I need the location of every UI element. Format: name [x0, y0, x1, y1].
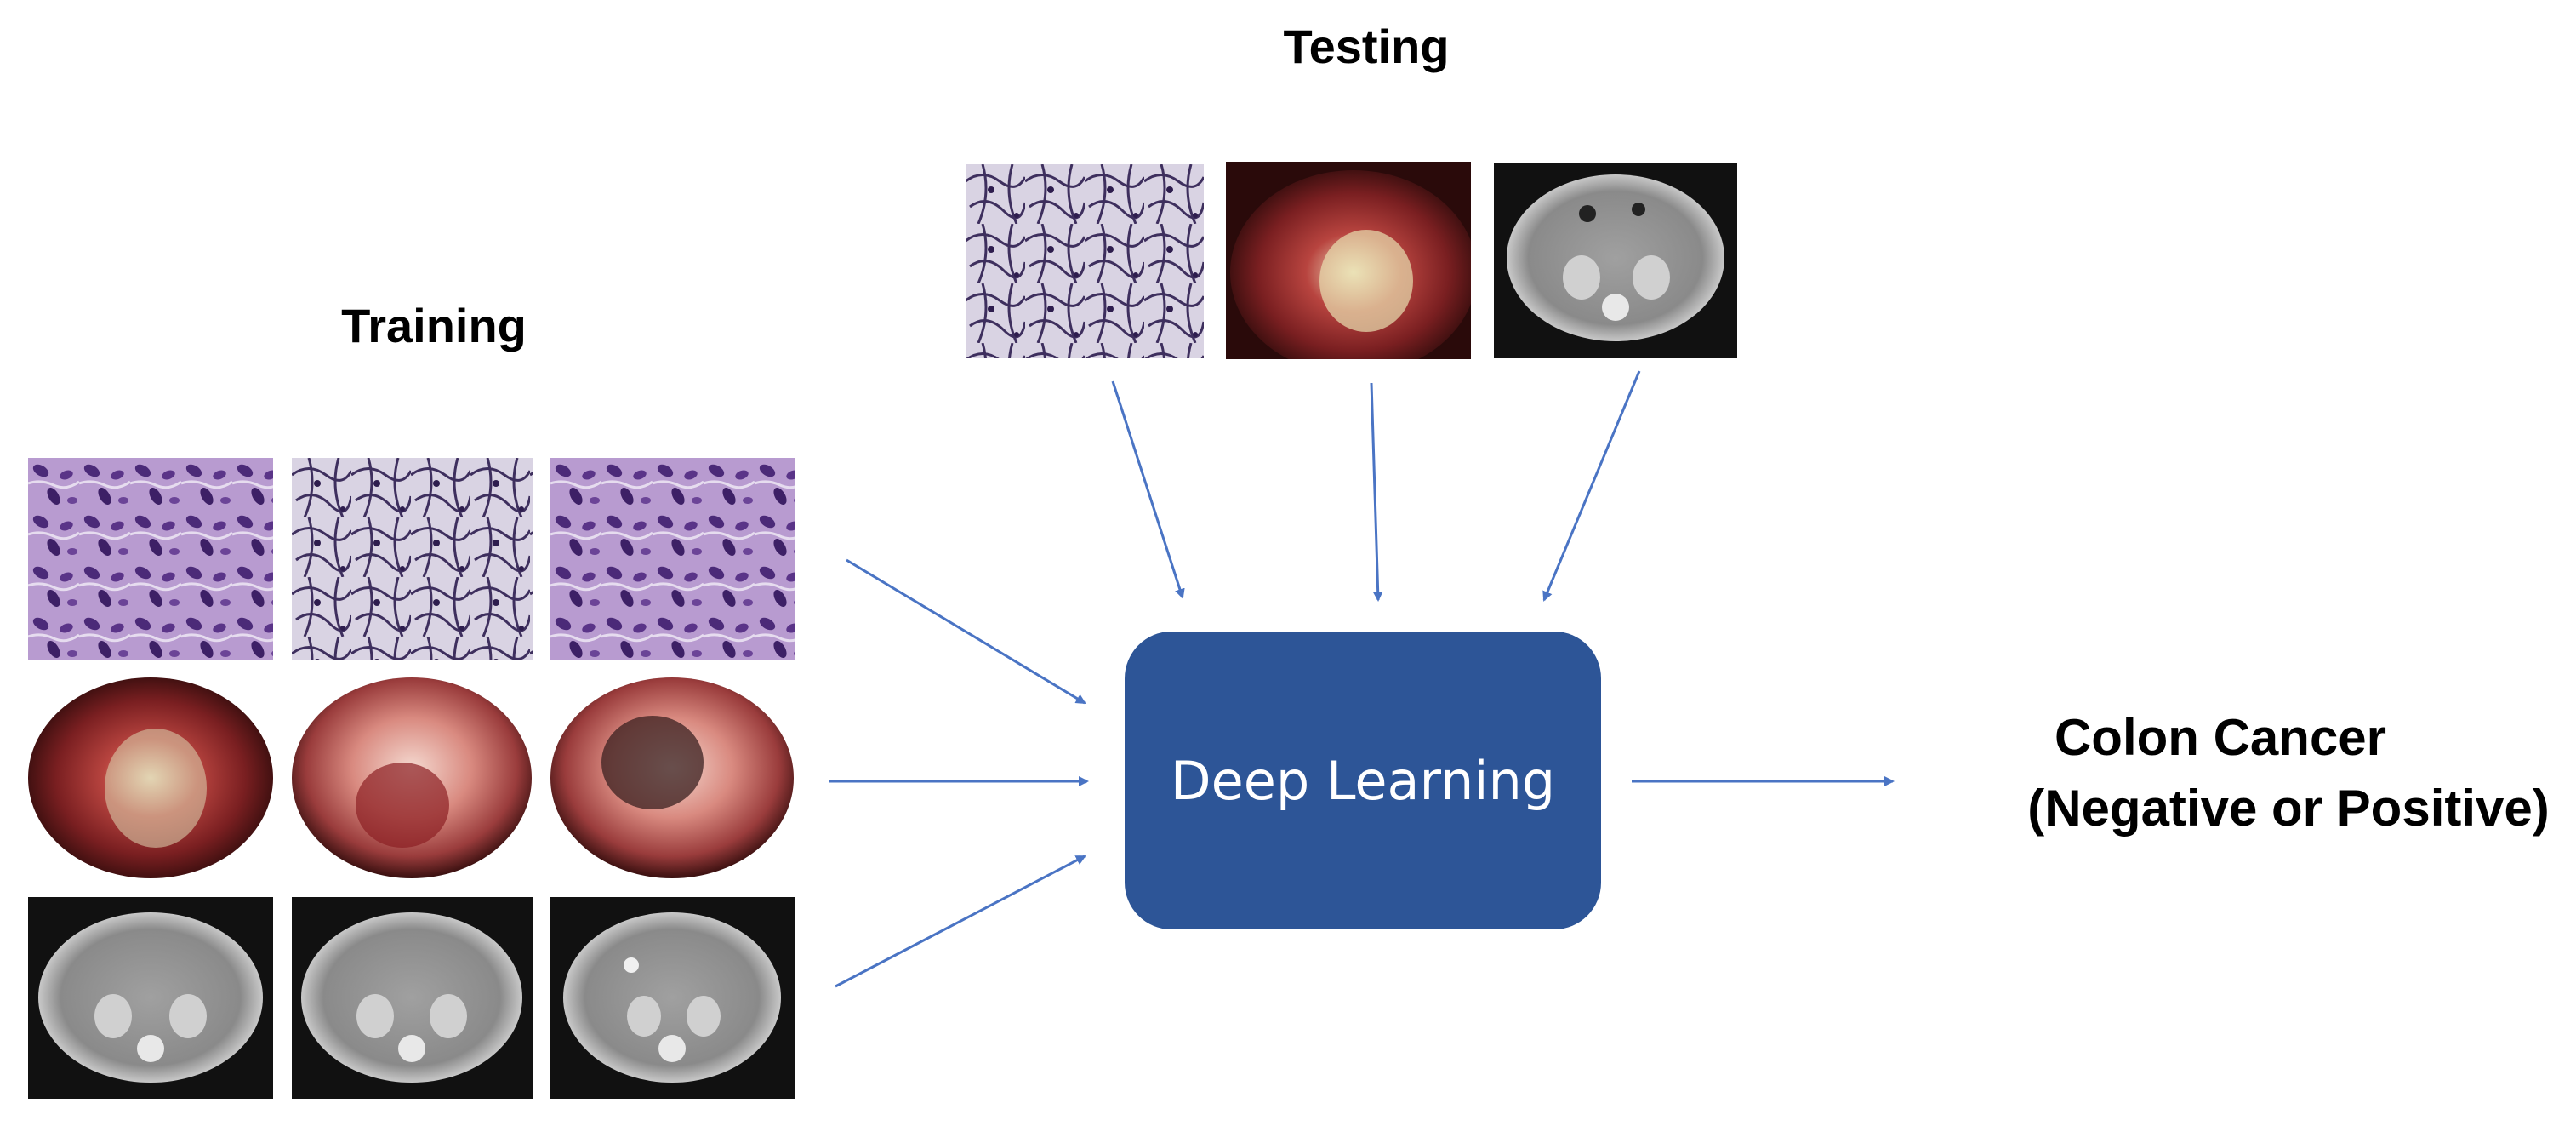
training-ct-scan-image-2 — [292, 897, 533, 1099]
training-label: Training — [341, 299, 527, 352]
training-histology-image-3 — [550, 458, 795, 660]
training-endoscopy-image-2 — [292, 677, 533, 879]
testing-histology-image — [966, 164, 1204, 358]
testing-ct-scan-image — [1494, 163, 1737, 358]
training-ct-scan-image-1 — [28, 897, 273, 1099]
testing-endoscopy-image — [1226, 162, 1471, 359]
training-endoscopy-image-3 — [550, 677, 795, 879]
training-histology-image-1 — [28, 458, 273, 660]
arrow-training-3 — [835, 855, 1086, 988]
arrow-testing-2 — [1370, 382, 1383, 602]
arrow-testing-1 — [1111, 380, 1185, 599]
deep-learning-label: Deep Learning — [1170, 749, 1556, 812]
arrow-testing-3 — [1542, 370, 1641, 602]
training-endoscopy-image-1 — [28, 677, 273, 879]
deep-learning-box: Deep Learning — [1125, 632, 1601, 929]
testing-label: Testing — [1283, 20, 1450, 73]
training-ct-scan-image-3 — [550, 897, 795, 1099]
arrow-training-1 — [846, 558, 1086, 705]
output-line-2: (Negative or Positive) — [2027, 780, 2550, 837]
output-line-1: Colon Cancer — [2054, 709, 2387, 766]
training-histology-image-2 — [292, 458, 533, 660]
